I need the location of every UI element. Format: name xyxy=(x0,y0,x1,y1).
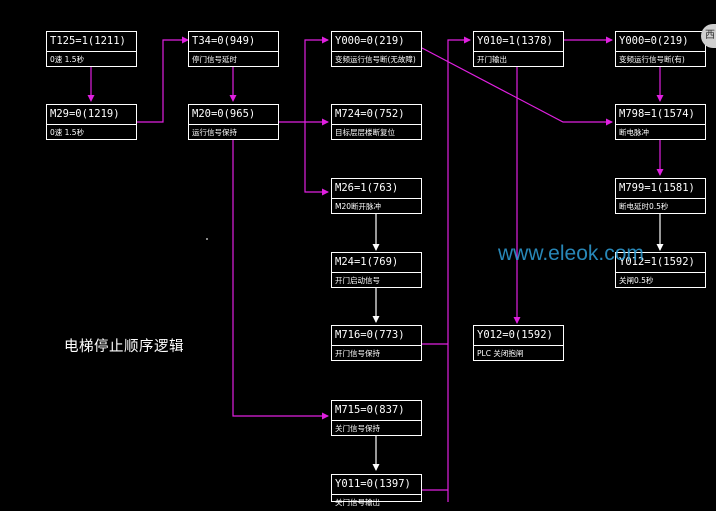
node-y010-address: Y010=1(1378) xyxy=(474,32,563,52)
node-m24-description: 开门启动信号 xyxy=(335,276,380,285)
node-m24-address: M24=1(769) xyxy=(332,253,421,273)
node-y012-a-address: Y012=1(1592) xyxy=(616,253,705,273)
node-m798-address: M798=1(1574) xyxy=(616,105,705,125)
wire-bus-y010 xyxy=(447,36,471,502)
node-m26-address: M26=1(763) xyxy=(332,179,421,199)
node-t34-address: T34=0(949) xyxy=(189,32,278,52)
node-m20-description: 运行信号保持 xyxy=(192,128,237,137)
node-m798-description: 断电脉冲 xyxy=(619,128,649,137)
node-y000-b-address: Y000=0(219) xyxy=(616,32,705,52)
node-m798[interactable]: M798=1(1574) 断电脉冲 xyxy=(615,104,706,140)
node-y010-description: 开门输出 xyxy=(477,55,507,64)
node-y011-description: 关门信号输出 xyxy=(335,498,380,507)
node-m20[interactable]: M20=0(965) 运行信号保持 xyxy=(188,104,279,140)
stray-dot xyxy=(206,238,208,240)
node-m724-address: M724=0(752) xyxy=(332,105,421,125)
node-m29-description: 0速 1.5秒 xyxy=(50,128,85,137)
node-m724-description: 目标层层楼断复位 xyxy=(335,128,395,137)
node-y012-a[interactable]: Y012=1(1592) 关闸0.5秒 xyxy=(615,252,706,288)
node-y000-a-address: Y000=0(219) xyxy=(332,32,421,52)
node-m716-address: M716=0(773) xyxy=(332,326,421,346)
node-y012-b-address: Y012=0(1592) xyxy=(474,326,563,346)
node-m715[interactable]: M715=0(837) 关门信号保持 xyxy=(331,400,422,436)
diagram-title: 电梯停止顺序逻辑 xyxy=(64,339,184,355)
watermark: www.eleok.com xyxy=(498,242,644,265)
node-m724[interactable]: M724=0(752) 目标层层楼断复位 xyxy=(331,104,422,140)
node-y012-b[interactable]: Y012=0(1592) PLC 关闭抱闸 xyxy=(473,325,564,361)
node-y012-a-description: 关闸0.5秒 xyxy=(619,276,654,285)
wire-m20-m715 xyxy=(232,140,329,420)
node-m715-description: 关门信号保持 xyxy=(335,424,380,433)
node-m716[interactable]: M716=0(773) 开门信号保持 xyxy=(331,325,422,361)
node-y011[interactable]: Y011=0(1397) 关门信号输出 xyxy=(331,474,422,507)
node-y000-a[interactable]: Y000=0(219) 变频运行信号断(无故障) xyxy=(331,31,422,67)
node-t125-address: T125=1(1211) xyxy=(47,32,136,52)
node-t34[interactable]: T34=0(949) 停门信号延时 xyxy=(188,31,279,67)
wire-m20-m26 xyxy=(304,122,329,196)
node-t34-description: 停门信号延时 xyxy=(192,55,237,64)
node-m716-description: 开门信号保持 xyxy=(335,349,380,358)
node-y012-b-description: PLC 关闭抱闸 xyxy=(477,349,524,358)
node-m20-address: M20=0(965) xyxy=(189,105,278,125)
wire-y000a-m798 xyxy=(421,47,613,126)
node-m799-description: 断电延时0.5秒 xyxy=(619,202,669,211)
node-t125-description: 0速 1.5秒 xyxy=(50,55,85,64)
node-y010[interactable]: Y010=1(1378) 开门输出 xyxy=(473,31,564,67)
node-m29[interactable]: M29=0(1219) 0速 1.5秒 xyxy=(46,104,137,140)
corner-tab[interactable]: 西 xyxy=(701,24,716,48)
node-m799-address: M799=1(1581) xyxy=(616,179,705,199)
node-y000-b-description: 变频运行信号断(有) xyxy=(619,55,685,64)
node-m26-description: M20断开脉冲 xyxy=(335,202,382,211)
node-m715-address: M715=0(837) xyxy=(332,401,421,421)
node-m24[interactable]: M24=1(769) 开门启动信号 xyxy=(331,252,422,288)
node-m26[interactable]: M26=1(763) M20断开脉冲 xyxy=(331,178,422,214)
wire-m20-y000a xyxy=(304,36,329,122)
wire-m29-t34 xyxy=(137,36,189,123)
node-y011-address: Y011=0(1397) xyxy=(332,475,421,495)
node-y000-a-description: 变频运行信号断(无故障) xyxy=(335,55,416,64)
node-m29-address: M29=0(1219) xyxy=(47,105,136,125)
node-t125[interactable]: T125=1(1211) 0速 1.5秒 xyxy=(46,31,137,67)
node-y000-b[interactable]: Y000=0(219) 变频运行信号断(有) xyxy=(615,31,706,67)
node-m799[interactable]: M799=1(1581) 断电延时0.5秒 xyxy=(615,178,706,214)
